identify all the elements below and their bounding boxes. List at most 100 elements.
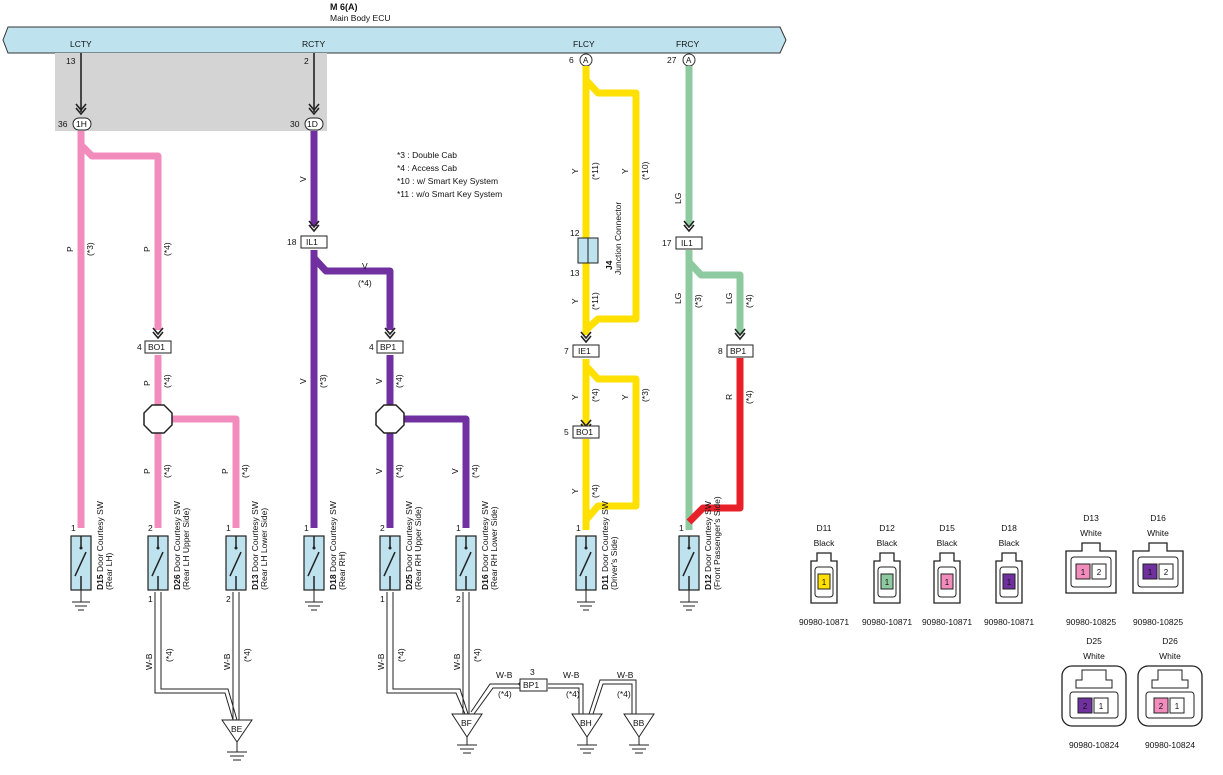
inline-connector-BO1: BO1 5: [564, 425, 600, 439]
ecu-code: M 6(A): [330, 2, 358, 12]
ground-icon: [577, 590, 595, 611]
splice-point: [143, 404, 173, 434]
wire-note-label: (*11): [590, 292, 600, 310]
switch-pin-top: 1: [576, 523, 581, 533]
wire-note-label: (*4): [470, 464, 480, 478]
switch-contact-icon: [74, 536, 87, 590]
ground-wire: [588, 679, 637, 715]
wire-note-label: (*11): [590, 162, 600, 180]
connector-id: BP1: [730, 346, 746, 356]
inline-connector-BP1: BP1 3: [519, 667, 548, 692]
switch-contact-icon: [459, 536, 472, 590]
wire-color-label: P: [142, 380, 152, 386]
wire-color-label: W-B: [563, 670, 580, 680]
switch-pivot: [79, 546, 83, 550]
connector-view-code: D18: [1001, 523, 1017, 533]
connector-pin: [940, 573, 954, 590]
connector-pin-label: 1: [885, 578, 890, 587]
connector-pin-number: 5: [564, 427, 569, 437]
connector-view-part-number: 90980-10824: [1145, 740, 1195, 750]
switch-contact-icon: [383, 536, 396, 590]
ground-wire: [470, 683, 520, 713]
wire-group: [77, 53, 744, 530]
wire-note-label: (*4): [472, 648, 482, 662]
wire-note-label: (*4): [242, 648, 252, 662]
connector-view-code: D13: [1083, 513, 1099, 523]
wire-note-label: (*4): [617, 689, 631, 699]
ecu-shaded-region: [55, 53, 327, 131]
connector-pin: [1153, 697, 1169, 714]
ecu-pin-name: LCTY: [70, 39, 92, 49]
connector-view-code: D26: [1162, 636, 1178, 646]
connector-views: D11Black190980-10871D12Black190980-10871…: [799, 513, 1203, 750]
wire-note-label: (*3): [318, 374, 328, 388]
connector-pin: [880, 573, 894, 590]
inline-connector-BP1: BP1 8: [718, 344, 754, 358]
wire-note-label: (*4): [590, 388, 600, 402]
wire-note-label: (*4): [162, 374, 172, 388]
inline-connector-IE1: IE1 7: [564, 344, 600, 358]
junction-id: J4: [604, 260, 614, 270]
note: *3 : Double Cab: [397, 150, 457, 160]
connector-view-color: Black: [877, 538, 899, 548]
junction-connector: 12 13 J4 Junction Connector: [570, 202, 623, 278]
wire-color-label: V: [362, 261, 368, 271]
connector-id: IE1: [578, 346, 591, 356]
connector-1H: [72, 117, 92, 131]
connector-view-color: Black: [814, 538, 836, 548]
connector-pin-label: 2: [1159, 702, 1164, 711]
connector-pin-number: 17: [662, 238, 672, 248]
switch-location: (Rear LH): [104, 553, 114, 590]
wire-note-label: (*10): [640, 161, 650, 180]
ground-wiring: [154, 592, 637, 721]
switch-pivot: [687, 546, 691, 550]
connector-id: IL1: [306, 237, 318, 247]
wire-color-label: Y: [570, 168, 580, 174]
wire-pink: [78, 142, 162, 330]
switch-code: D15: [95, 574, 105, 590]
wire-note-label: (*4): [396, 648, 406, 662]
connector-pin: [1093, 697, 1109, 714]
connector-view-code: D25: [1086, 636, 1102, 646]
connector-id: IL1: [681, 238, 693, 248]
connector-pin-number: 18: [287, 237, 297, 247]
ecu-name: Main Body ECU: [330, 13, 390, 23]
wire-yellow: [583, 77, 640, 333]
ecu-pin-name: FRCY: [676, 39, 699, 49]
ground-wire: [473, 687, 520, 715]
wire-note-label: (*3): [85, 242, 95, 256]
note: *10 : w/ Smart Key System: [397, 176, 498, 186]
arrow-down-icon: [580, 331, 592, 344]
switch-pin-bottom: 2: [456, 594, 461, 604]
wire-color-label: W-B: [144, 653, 154, 670]
inline-connector-BP1: BP1 4: [369, 340, 404, 354]
switch-location: (Front Passenger's Side): [712, 496, 722, 590]
switch-contact-icon: [682, 536, 695, 590]
wire-color-label: Y: [620, 394, 630, 400]
wire-note-label: (*4): [164, 648, 174, 662]
connector-pin-number: 7: [564, 346, 569, 356]
switch-pivot: [464, 546, 468, 550]
switch-contact-icon: [307, 536, 320, 590]
wire-color-label: W-B: [452, 653, 462, 670]
wire-color-label: LG: [673, 293, 683, 304]
wire-color-label: P: [65, 246, 75, 252]
arrow-down-icon: [308, 103, 320, 116]
ecu-pin-number: 13: [66, 56, 76, 66]
wire-color-label: Y: [570, 488, 580, 494]
connector-pin-label: 1: [1148, 568, 1153, 577]
switch-pin-bottom: 1: [148, 594, 153, 604]
arrow-down-icon: [734, 328, 746, 341]
switch-name: Door Courtesy SW: [172, 501, 182, 572]
wire-color-label: V: [298, 176, 308, 182]
ground-id: BE: [231, 724, 243, 734]
ground-id: BH: [580, 718, 592, 728]
ground-wire: [592, 683, 633, 715]
connector-view-part-number: 90980-10871: [799, 617, 849, 627]
